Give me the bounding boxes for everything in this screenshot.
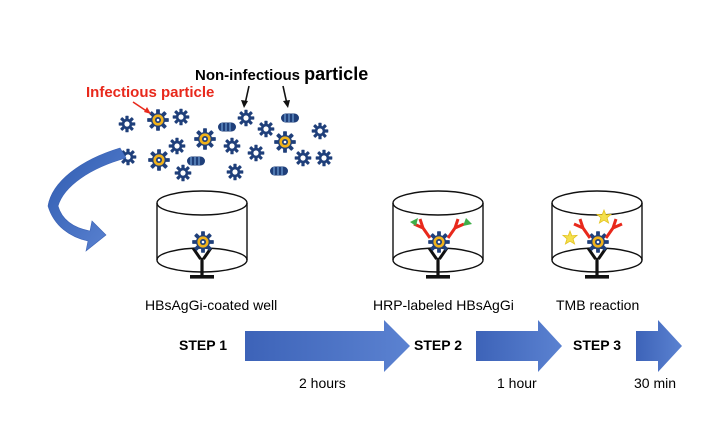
particle-cloud [118,108,333,182]
step-1-label: STEP 1 [179,337,227,353]
step-arrows [245,320,682,372]
well-2-caption: HRP-labeled HBsAgGi [373,297,514,313]
step-arrow-3 [636,320,682,372]
label-pointers [132,85,290,114]
step-arrow-1 [245,320,410,372]
well-3-caption: TMB reaction [556,297,640,313]
noninfectious-label: Non-infectious particle [195,64,368,85]
step-3-label: STEP 3 [573,337,621,353]
step-2-duration: 1 hour [497,375,537,391]
step-arrow-2 [476,320,562,372]
well-2 [392,190,484,281]
noninfectious-prefix: Non-infectious [195,67,300,84]
noninfectious-suffix: particle [304,64,369,84]
step-1-duration: 2 hours [299,375,346,391]
curved-arrow [47,147,127,252]
infectious-label: Infectious particle [86,84,215,101]
step-2-label: STEP 2 [414,337,462,353]
well-1 [156,190,248,281]
step-3-duration: 30 min [634,375,677,391]
well-3 [551,190,643,281]
well-1-caption: HBsAgGi-coated well [145,297,278,313]
